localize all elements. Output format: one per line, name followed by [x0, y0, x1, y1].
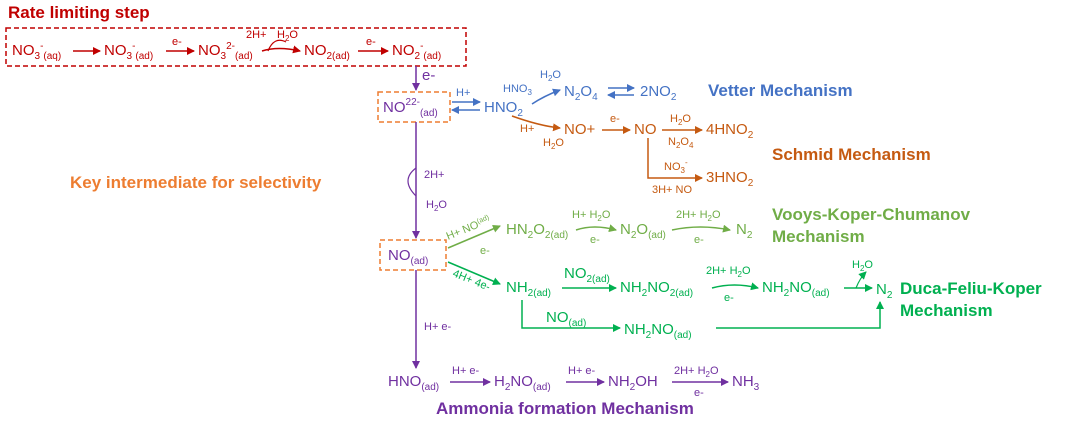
arrow-vetter-n2o4 — [531, 88, 561, 105]
species-no-ad: NO(ad) — [388, 247, 428, 267]
label-no3m-schmid: NO3- — [664, 158, 688, 175]
dfk-mechanism: 4H+ 4e- NH2(ad) NO2(ad) NH2NO2(ad) 2H+ H… — [447, 259, 893, 341]
arrow-vkc-2 — [575, 224, 617, 233]
label-h2o-main: H2O — [426, 199, 447, 213]
ammonia-chain: HNO(ad) H+ e- H2NO(ad) H+ e- NH2OH 2H+ H… — [388, 365, 760, 399]
arrow-rate-3 — [261, 45, 301, 54]
species-n2o4: N2O4 — [564, 83, 598, 103]
arrow-dfk-5 — [521, 300, 621, 332]
schmid-title: Schmid Mechanism — [772, 145, 931, 164]
label-3h-no: 3H+ NO — [652, 184, 692, 196]
arrow-vkc-3 — [671, 224, 731, 233]
label-2h-main: 2H+ — [424, 169, 445, 181]
species-hno-ad: HNO(ad) — [388, 373, 439, 393]
vetter-mechanism: H+ HNO2 HNO3 H2O N2O4 2NO2 — [451, 69, 677, 119]
label-hno3: HNO3 — [503, 83, 532, 97]
label-2h-h2o-dfk: 2H+ H2O — [706, 265, 751, 279]
label-2h-rate: 2H+ — [246, 29, 267, 41]
label-e-rate-2: e- — [366, 36, 376, 48]
species-hn2o2: HN2O2(ad) — [506, 221, 568, 241]
species-nh2no-b: NH2NO(ad) — [624, 321, 692, 341]
species-no2m-ad: NO2-(ad) — [392, 41, 441, 62]
key-intermediate-title: Key intermediate for selectivity — [70, 173, 322, 192]
vkc-title-line2: Mechanism — [772, 227, 865, 246]
species-no32-ad: NO32-(ad) — [198, 41, 253, 62]
species-nh3: NH3 — [732, 373, 760, 393]
arrow-dfk-6 — [716, 301, 884, 329]
arrow-main-2-loop — [407, 167, 417, 197]
species-no22-ad: NO22-(ad) — [383, 97, 438, 119]
species-n2o: N2O(ad) — [620, 221, 666, 241]
vkc-title-line1: Vooys-Koper-Chumanov — [772, 205, 971, 224]
species-nh2no2: NH2NO2(ad) — [620, 279, 693, 299]
label-he-amm-2: H+ e- — [568, 365, 596, 377]
no22-box — [377, 91, 451, 123]
label-e-main: e- — [422, 67, 435, 84]
species-nh2oh: NH2OH — [608, 373, 658, 393]
vkc-mechanism: H+ NO(ad) e- HN2O2(ad) H+ H2O e- N2O(ad)… — [445, 209, 753, 257]
no-box — [379, 239, 447, 271]
label-e-vkc-2: e- — [590, 234, 600, 246]
arrow-dfk-4-branch — [855, 271, 867, 289]
dfk-title-line1: Duca-Feliu-Koper — [900, 279, 1042, 298]
label-h-no-vkc: H+ NO(ad) — [445, 214, 493, 243]
label-no2-dfk: NO2(ad) — [564, 265, 610, 285]
species-h2no-ad: H2NO(ad) — [494, 373, 551, 393]
arrow-dfk-3 — [711, 282, 759, 291]
arrow-dfk-1 — [447, 261, 501, 285]
label-n2o4-schmid: N2O4 — [668, 136, 694, 150]
species-no2-ad: NO2(ad) — [304, 42, 350, 62]
species-n2-dfk: N2 — [876, 281, 893, 301]
species-2no2: 2NO2 — [640, 83, 677, 103]
arrow-schmid-1 — [511, 115, 561, 132]
label-2h-h2o-vkc: 2H+ H2O — [676, 209, 721, 223]
schmid-mechanism: H+ H2O NO+ e- NO H2O N2O4 4HNO2 NO3- 3H+… — [511, 113, 754, 196]
label-h2o-schmid: H2O — [543, 137, 564, 151]
dfk-title-line2: Mechanism — [900, 301, 993, 320]
label-h-h2o-vkc: H+ H2O — [572, 209, 611, 223]
vetter-title: Vetter Mechanism — [708, 81, 853, 100]
label-e-schmid: e- — [610, 113, 620, 125]
rate-limiting-title: Rate limiting step — [8, 3, 150, 22]
species-no-plus: NO+ — [564, 121, 596, 138]
label-h2o-rate: H2O — [277, 29, 298, 43]
label-h2o-schmid-top: H2O — [670, 113, 691, 127]
rate-chain: NO3-(aq) NO3-(ad) e- NO32-(ad) 2H+ H2O N… — [12, 29, 441, 62]
species-n2-vkc: N2 — [736, 221, 753, 241]
label-h2o-dfk-top: H2O — [852, 259, 873, 273]
label-e-rate-1: e- — [172, 36, 182, 48]
arrow-schmid-4 — [647, 138, 703, 182]
rate-limiting-box — [5, 27, 467, 67]
arrow-vkc-1 — [447, 225, 501, 249]
label-e-amm: e- — [694, 387, 704, 399]
label-he-main: H+ e- — [424, 321, 452, 333]
label-h-schmid: H+ — [520, 123, 534, 135]
label-e-vkc-1: e- — [480, 245, 490, 257]
ammonia-title: Ammonia formation Mechanism — [436, 399, 694, 418]
label-no-dfk: NO(ad) — [546, 309, 586, 329]
label-h2o-vetter: H2O — [540, 69, 561, 83]
species-nh2no-ad: NH2NO(ad) — [762, 279, 830, 299]
label-he-amm-1: H+ e- — [452, 365, 480, 377]
species-no-schmid: NO — [634, 121, 657, 138]
label-e-vkc-3: e- — [694, 234, 704, 246]
species-no3-ad: NO3-(ad) — [104, 41, 153, 62]
label-e-dfk: e- — [724, 292, 734, 304]
label-h-vetter: H+ — [456, 87, 470, 99]
label-2h-amm: 2H+ H2O — [674, 365, 719, 379]
species-nh2-ad: NH2(ad) — [506, 279, 551, 299]
arrow-rate-3-loop — [267, 39, 287, 52]
species-3hno2: 3HNO2 — [706, 169, 754, 189]
species-no3-aq: NO3-(aq) — [12, 41, 61, 62]
species-4hno2: 4HNO2 — [706, 121, 754, 141]
species-hno2: HNO2 — [484, 99, 523, 119]
